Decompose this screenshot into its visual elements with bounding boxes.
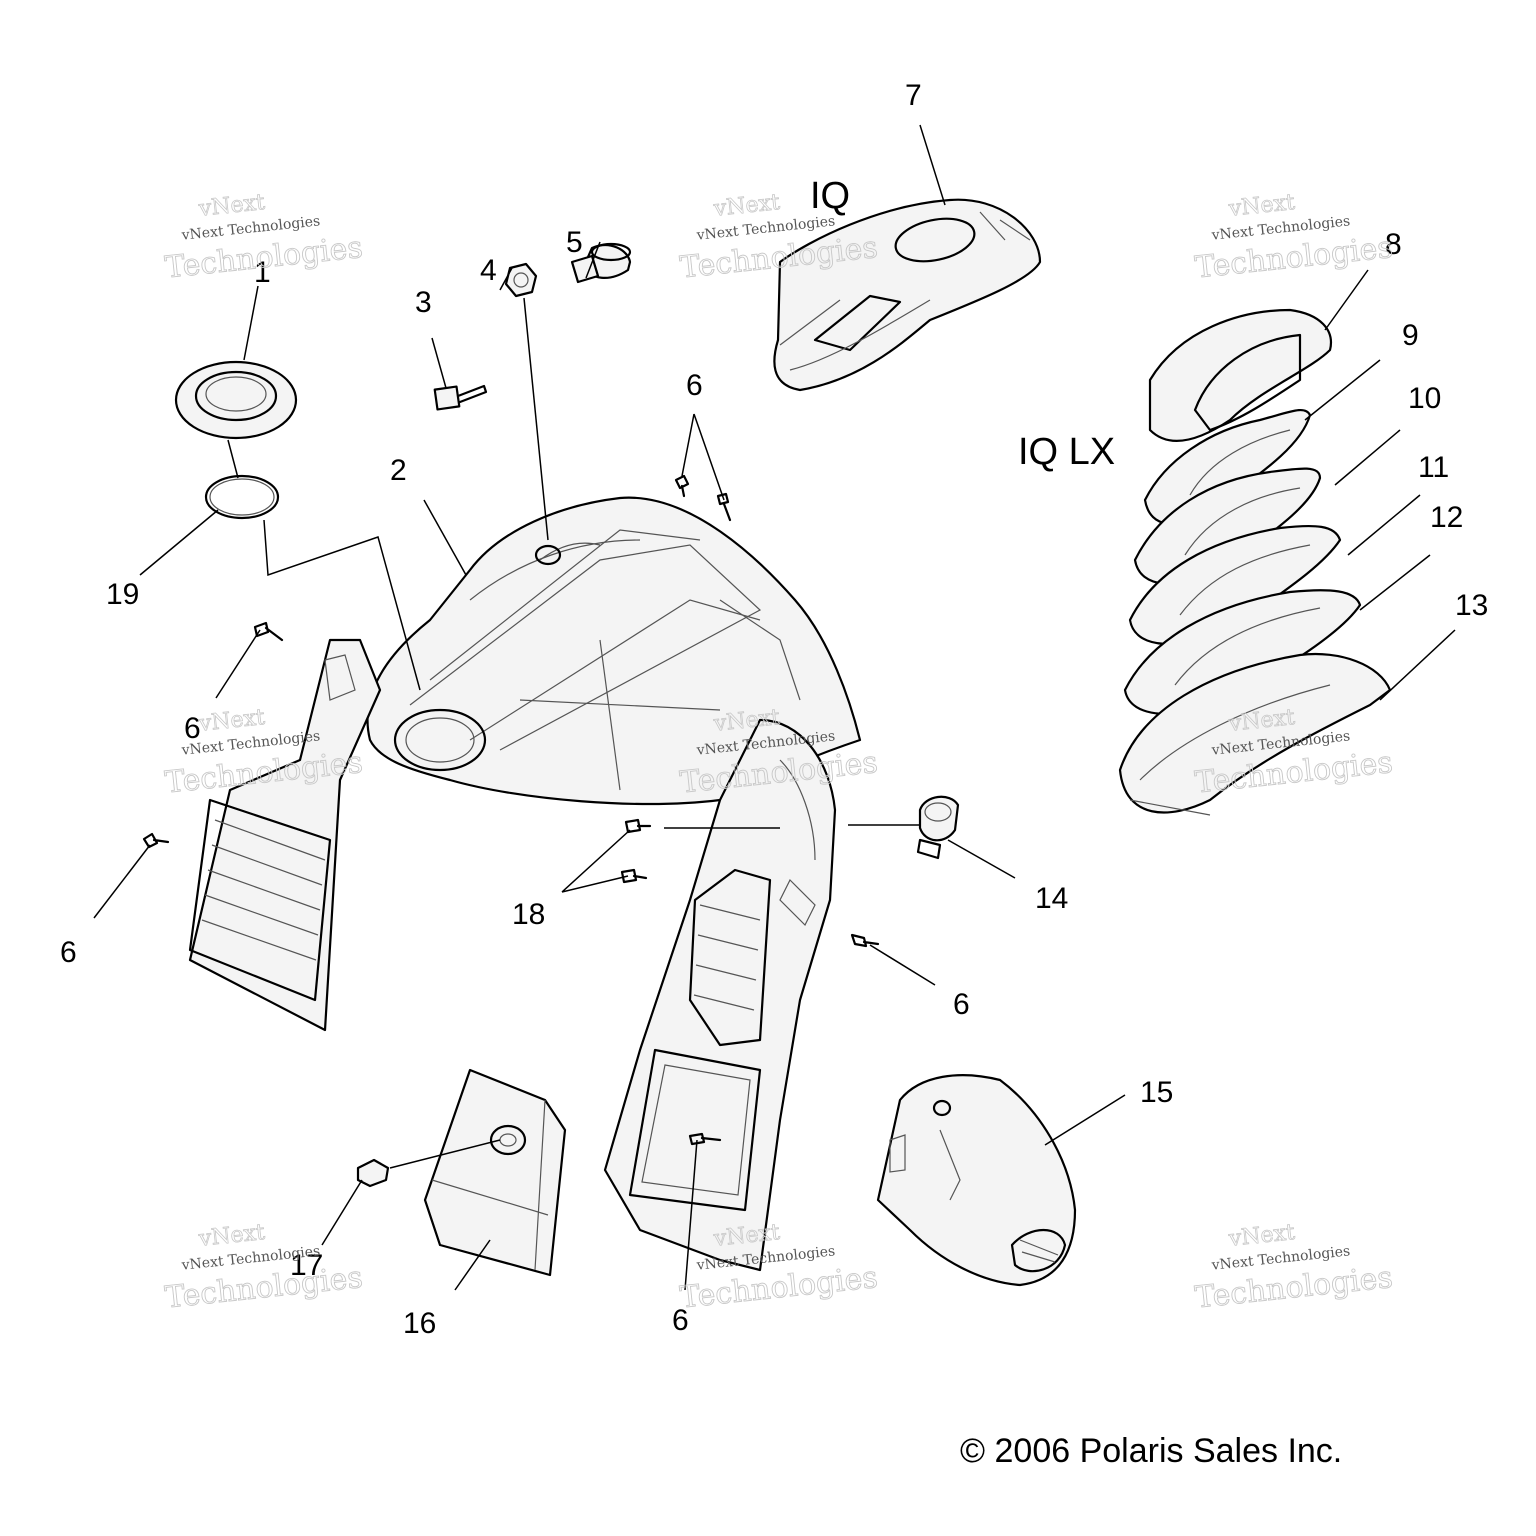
variant-label-iq-lx: IQ LX [1018,431,1115,473]
part-16-access-panel [423,1068,567,1277]
part-15-storage-compartment [876,1074,1077,1287]
console-left-side-panel [188,638,382,1032]
svg-text:vNext: vNext [1227,190,1296,222]
part-14-clip [916,795,960,860]
variant-label-iq: IQ [810,175,850,217]
part-7-iq-gauge-cover [773,198,1042,392]
svg-text:vNext: vNext [1227,1220,1296,1252]
part-3-ignition-key [433,384,488,411]
part-19-o-ring [204,474,280,520]
callout-4: 4 [480,254,497,287]
svg-text:vNext: vNext [712,190,781,222]
watermark: vNext vNext Technologies Technologies [163,190,365,286]
callout-6-right: 6 [953,988,970,1021]
callout-labels: 1 2 3 4 5 6 6 6 6 6 7 8 9 10 11 12 13 14… [60,79,1488,1340]
part-2-console [366,496,862,805]
part-1-gauge-bezel [174,360,298,440]
callout-5: 5 [566,226,583,259]
callout-2: 2 [390,454,407,487]
leader-lines [93,124,1456,1291]
svg-text:vNext: vNext [197,1220,266,1252]
part-17-plug [356,1158,390,1188]
console-right-side-panel [603,718,837,1272]
callout-9: 9 [1402,319,1419,352]
callout-10: 10 [1408,382,1441,415]
watermark: vNext vNext Technologies Technologies [1193,190,1395,286]
callout-17: 17 [290,1249,323,1282]
callout-6-bottom: 6 [672,1304,689,1337]
svg-text:vNext: vNext [197,705,266,737]
callout-18: 18 [512,898,545,931]
watermark: vNext vNext Technologies Technologies [1193,1220,1395,1316]
callout-14: 14 [1035,882,1068,915]
callout-15: 15 [1140,1076,1173,1109]
callout-12: 12 [1430,501,1463,534]
part-8-iq-lx-top-bezel [1148,308,1333,442]
copyright-notice: © 2006 Polaris Sales Inc. [960,1432,1342,1470]
callout-6-top: 6 [686,369,703,402]
part-13-iq-lx-housing [1118,653,1392,816]
callout-13: 13 [1455,589,1488,622]
callout-7: 7 [905,79,922,112]
callout-11: 11 [1418,451,1449,484]
callout-16: 16 [403,1307,436,1340]
part-6-screws [142,474,880,1146]
callout-6-left-upper: 6 [184,712,201,745]
callout-6-left-lower: 6 [60,936,77,969]
part-18-push-rivets [620,818,652,884]
callout-1: 1 [254,256,271,289]
callout-3: 3 [415,286,432,319]
callout-8: 8 [1385,228,1402,261]
callout-19: 19 [106,578,139,611]
svg-text:vNext: vNext [197,190,266,222]
part-4-nut [504,262,538,298]
